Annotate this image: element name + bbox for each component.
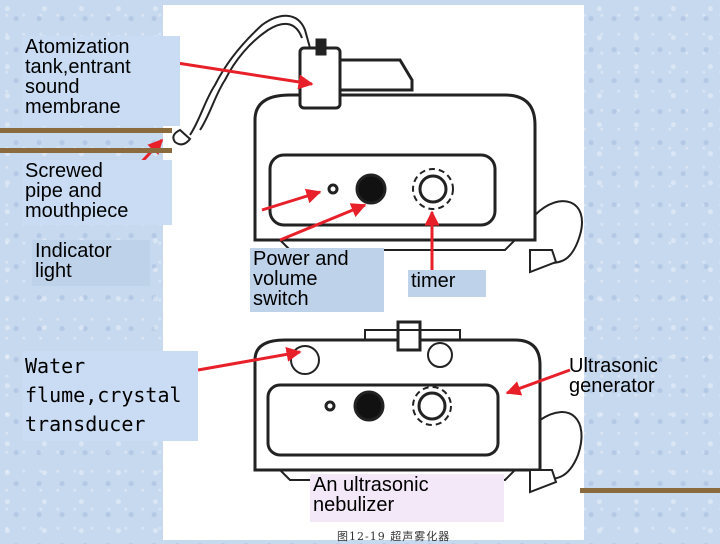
- power-cord-bottom: [529, 411, 583, 494]
- label-timer: timer: [408, 270, 486, 297]
- arrow-water: [197, 346, 302, 372]
- label-atomization-tank: Atomization tank,entrant sound membrane: [22, 36, 180, 126]
- power-cord-top: [529, 200, 583, 274]
- arrow-indicator: [261, 188, 322, 212]
- device-bottom: [253, 320, 542, 481]
- figure-caption: 图12-19 超声雾化器: [337, 530, 451, 543]
- figure-title: An ultrasonic nebulizer: [310, 474, 504, 522]
- device-top: [253, 38, 537, 251]
- decorative-rule: [0, 128, 172, 133]
- label-indicator-light: Indicator light: [32, 240, 150, 286]
- label-ultrasonic-generator: Ultrasonic generator: [569, 355, 658, 397]
- decorative-rule: [0, 148, 172, 153]
- arrow-ultrasonic: [505, 368, 571, 396]
- decorative-rule: [580, 488, 720, 493]
- arrow-power: [279, 203, 367, 242]
- label-power-volume-switch: Power and volume switch: [250, 248, 384, 312]
- arrow-atomization: [157, 58, 314, 90]
- label-water-flume: Water flume,crystal transducer: [22, 351, 198, 441]
- spiral-hose: [172, 14, 313, 146]
- label-screwed-pipe: Screwed pipe and mouthpiece: [22, 160, 172, 225]
